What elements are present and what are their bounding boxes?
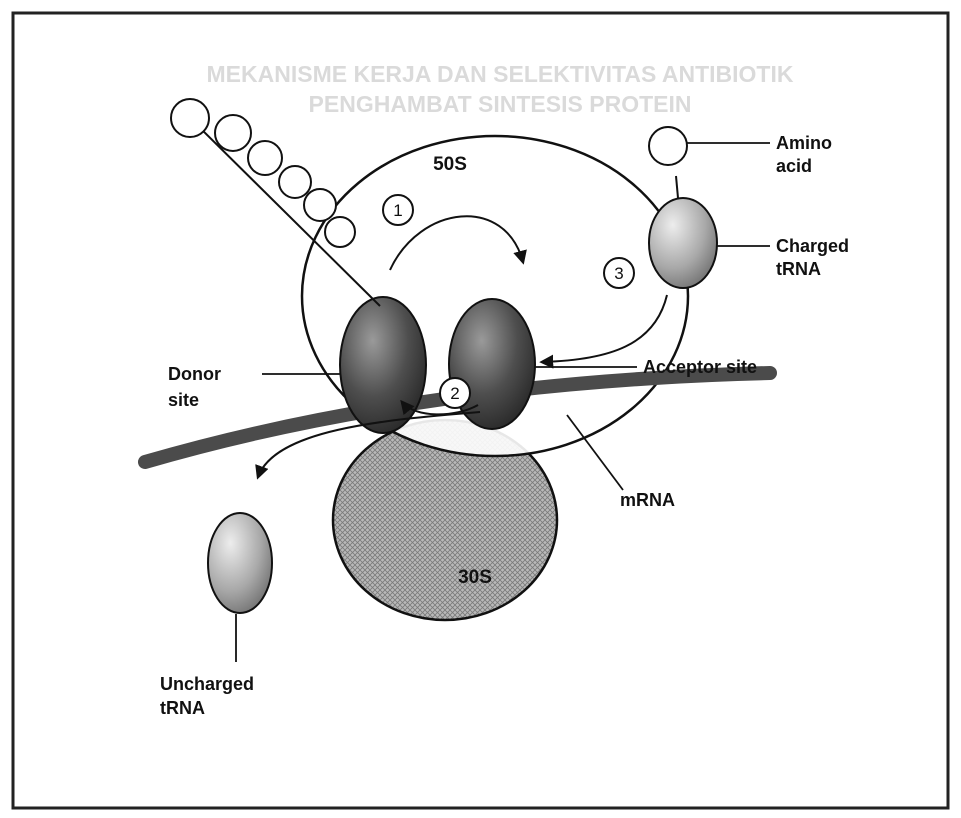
label-charged-trna-line1: Charged xyxy=(776,236,849,256)
donor-site-trna xyxy=(340,297,426,433)
charged-trna xyxy=(649,198,717,288)
uncharged-trna xyxy=(208,513,272,613)
label-uncharged-line2: tRNA xyxy=(160,698,205,718)
ghost-title-line2: PENGHAMBAT SINTESIS PROTEIN xyxy=(309,91,692,117)
label-mrna: mRNA xyxy=(620,490,675,510)
step-2-label: 2 xyxy=(450,384,459,403)
label-amino-acid-line1: Amino xyxy=(776,133,832,153)
label-30s: 30S xyxy=(458,567,492,588)
step-1-marker: 1 xyxy=(383,195,413,225)
step-2-marker: 2 xyxy=(440,378,470,408)
label-acceptor-site: Acceptor site xyxy=(643,357,757,377)
step-3-marker: 3 xyxy=(604,258,634,288)
step-1-label: 1 xyxy=(393,201,402,220)
amino-acid-ball xyxy=(649,127,687,165)
label-charged-trna-line2: tRNA xyxy=(776,259,821,279)
label-50s: 50S xyxy=(433,154,467,175)
step-3-label: 3 xyxy=(614,264,623,283)
label-uncharged-line1: Uncharged xyxy=(160,674,254,694)
label-donor-line1: Donor xyxy=(168,364,221,384)
label-donor-line2: site xyxy=(168,390,199,410)
acceptor-site-trna xyxy=(449,299,535,429)
ghost-title-line1: MEKANISME KERJA DAN SELEKTIVITAS ANTIBIO… xyxy=(207,61,794,87)
charged-trna-stem xyxy=(676,176,678,198)
label-amino-acid-line2: acid xyxy=(776,156,812,176)
